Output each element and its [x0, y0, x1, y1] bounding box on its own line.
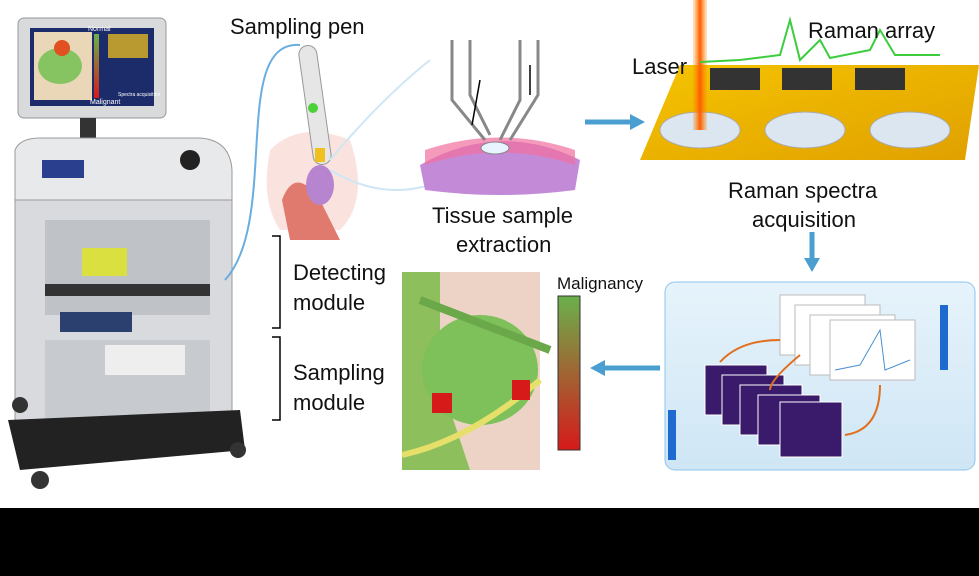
monitor-spectra-text: Spectra acquisition	[118, 92, 160, 98]
laser-label: Laser	[632, 54, 688, 79]
detecting-label-2: module	[293, 290, 366, 315]
raman-array-label: Raman array	[808, 18, 936, 43]
raman-array-chip	[640, 0, 979, 160]
tissue-label-1: Tissue sample	[432, 203, 574, 228]
detecting-bracket	[272, 235, 281, 329]
malignancy-label: Malignancy	[557, 274, 643, 293]
instrument-cart: Normal Malignant Spectra acquisition	[8, 17, 246, 489]
detecting-label-1: Detecting	[293, 260, 386, 285]
raman-spectra-label-1: Raman spectra	[728, 178, 878, 203]
spectrum-trace	[699, 16, 940, 63]
sampling-pen-label: Sampling pen	[230, 14, 365, 39]
cable	[224, 43, 301, 281]
sampling-label-1: Sampling	[293, 360, 385, 385]
sampling-label-2: module	[293, 390, 366, 415]
malignancy-heatmap	[401, 272, 581, 470]
malignancy-colorbar	[557, 295, 581, 451]
sampling-bracket	[272, 336, 281, 421]
neural-network-panel	[664, 281, 976, 471]
black-footer-bar	[0, 508, 979, 576]
monitor-malignant-text: Malignant	[90, 99, 120, 106]
laser-beam	[693, 0, 707, 130]
tissue-extraction-illustration	[420, 40, 580, 195]
raman-spectra-label-2: acquisition	[752, 207, 856, 232]
monitor-normal-text: Normal	[88, 26, 111, 33]
sampling-pen	[266, 44, 358, 240]
tissue-label-2: extraction	[456, 232, 552, 257]
